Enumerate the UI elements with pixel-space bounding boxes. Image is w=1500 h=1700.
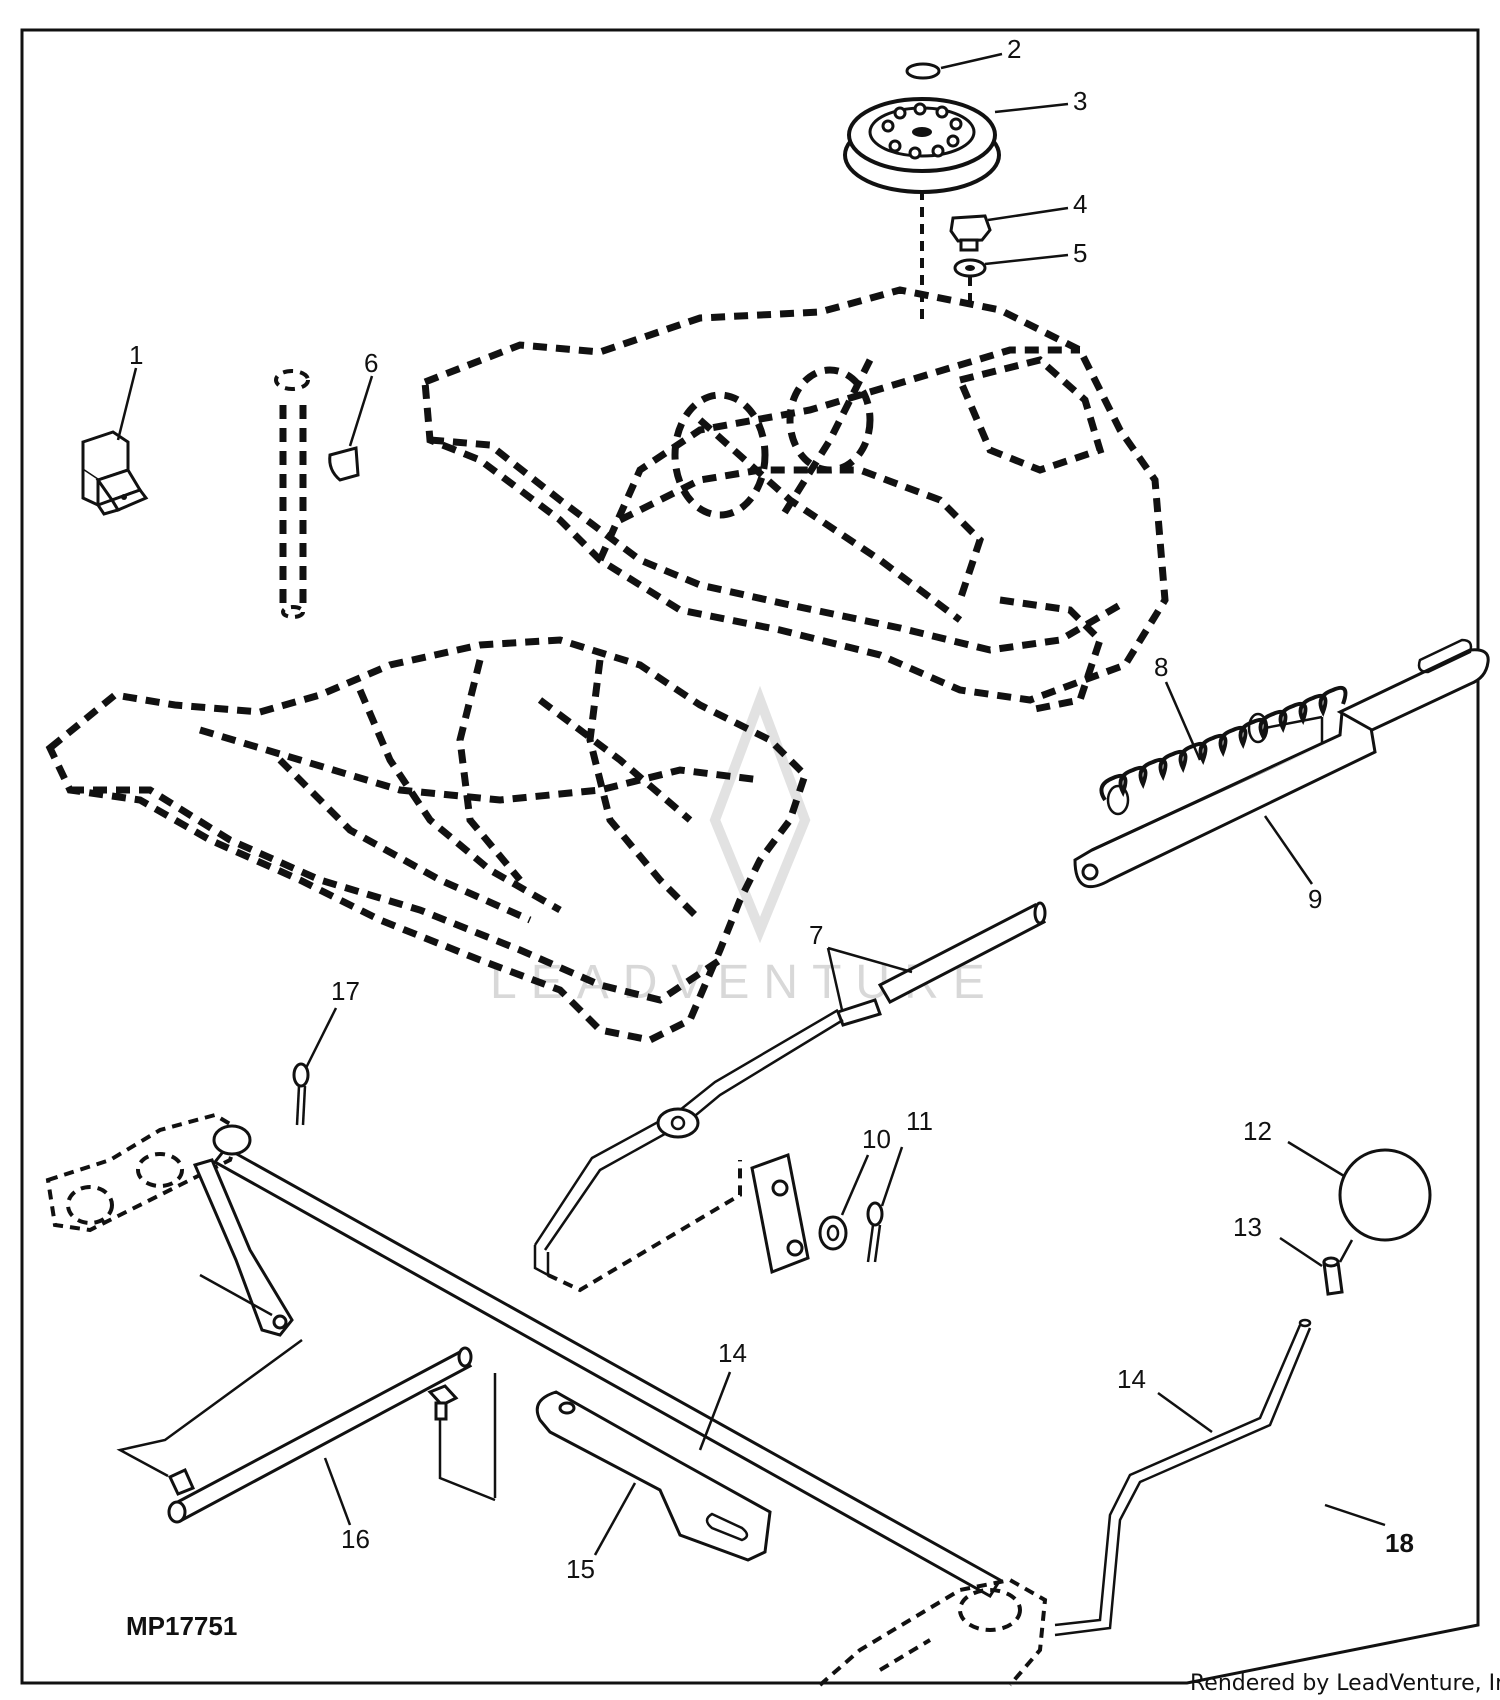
callout-14-right: 14 (1117, 1364, 1146, 1394)
reference-code: MP17751 (126, 1611, 237, 1641)
link-rod (533, 998, 882, 1278)
callout-11: 11 (906, 1106, 933, 1136)
part-7-rod (877, 901, 1047, 1004)
lower-deck-phantom (45, 636, 810, 1044)
callout-14-left: 14 (718, 1338, 747, 1368)
callout-17: 17 (331, 976, 360, 1006)
callout-9: 9 (1308, 884, 1322, 914)
callout-8: 8 (1154, 652, 1168, 682)
part-12-knob (1338, 1148, 1432, 1242)
callout-2: 2 (1007, 34, 1021, 64)
part-16-bolt (427, 1384, 459, 1421)
part-16-rod (167, 1346, 473, 1524)
part-17-cotter-pin (292, 1062, 310, 1126)
callout-13: 13 (1233, 1212, 1262, 1242)
part-4-bolt (949, 214, 992, 252)
part-14-shift-rod (1054, 1318, 1312, 1637)
part-15-bracket (535, 1390, 772, 1562)
callout-5: 5 (1073, 238, 1087, 268)
callout-4: 4 (1073, 189, 1087, 219)
diagram-frame (20, 28, 1480, 1685)
part-6-key (328, 446, 360, 482)
part-5-washer (953, 258, 987, 278)
callout-12: 12 (1243, 1116, 1272, 1146)
credit-text: Rendered by LeadVenture, Inc. (1190, 1671, 1500, 1696)
callout-7: 7 (809, 920, 823, 950)
part-1-bracket (81, 430, 149, 516)
callout-15: 15 (566, 1554, 595, 1584)
part-2-clip (905, 62, 941, 80)
part-11-cotter-pin (866, 1201, 884, 1263)
part-9-lever-arm (1073, 638, 1490, 889)
upper-deck-phantom (421, 286, 1169, 714)
part-3-pulley (843, 97, 1001, 194)
callout-3: 3 (1073, 86, 1087, 116)
callout-6: 6 (364, 348, 378, 378)
callout-10: 10 (862, 1124, 891, 1154)
watermark-logo (709, 685, 811, 944)
part-6-shaft (274, 369, 310, 619)
pedal-linkage (45, 1112, 294, 1337)
callout-18: 18 (1385, 1528, 1414, 1558)
part-10-washer (818, 1215, 848, 1251)
callout-1: 1 (129, 340, 143, 370)
mounting-plate (750, 1152, 810, 1275)
callout-16: 16 (341, 1524, 370, 1554)
part-13-sleeve (1322, 1256, 1344, 1296)
transmission-phantom (818, 1577, 1048, 1687)
